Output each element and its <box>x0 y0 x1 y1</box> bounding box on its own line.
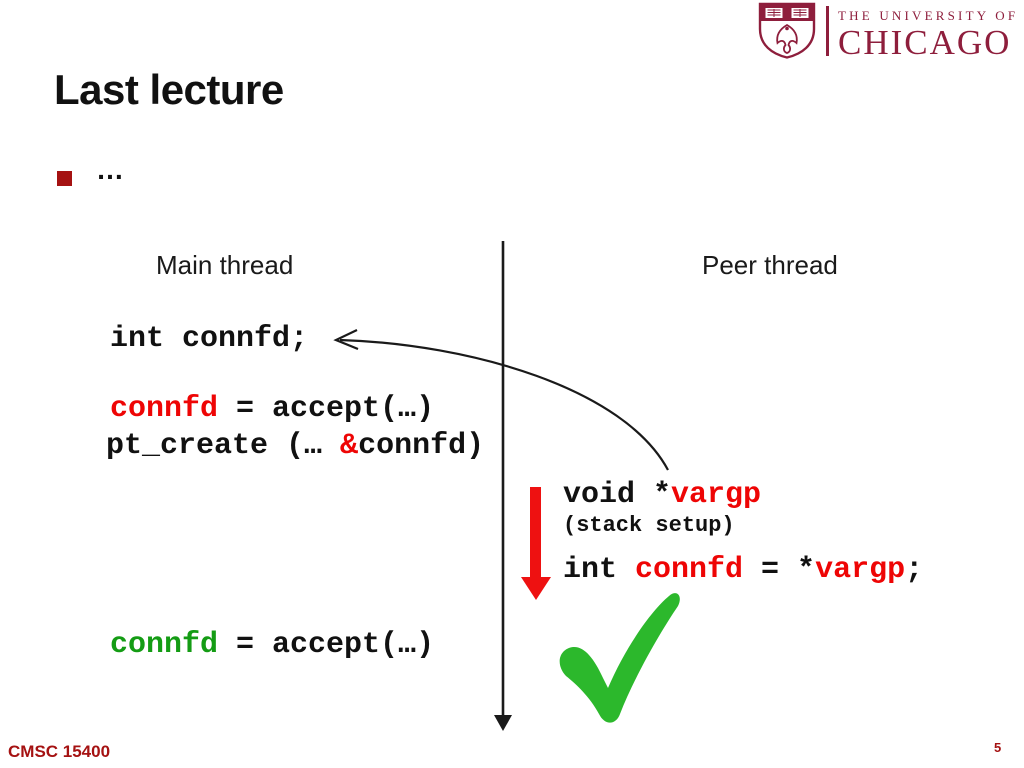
slide-title: Last lecture <box>54 66 284 113</box>
code-stack-setup: (stack setup) <box>563 513 735 538</box>
red-arrow-shaft <box>530 487 541 577</box>
code-text: connfd) <box>358 429 485 463</box>
code-text: int <box>563 553 636 587</box>
code-text: void * <box>563 478 672 512</box>
curved-arrowhead-icon <box>333 329 359 351</box>
course-label: CMSC 15400 <box>8 742 111 761</box>
code-int-connfd-vargp: int connfd = *vargp; <box>563 553 923 588</box>
code-text: = * <box>743 553 816 587</box>
code-text: (stack setup) <box>563 513 735 538</box>
code-text: ; <box>905 553 924 587</box>
code-text: int connfd; <box>110 322 309 356</box>
uchicago-crest-icon <box>758 2 816 59</box>
code-var-connfd: connfd <box>635 553 744 587</box>
green-checkmark-icon <box>559 593 680 723</box>
timeline-arrowhead-icon <box>494 715 512 731</box>
code-int-connfd: int connfd; <box>110 322 308 357</box>
page-number: 5 <box>994 740 1002 755</box>
code-connfd-accept: connfd = accept(…) <box>110 392 434 427</box>
code-var-vargp: vargp <box>671 478 762 512</box>
peer-thread-label: Peer thread <box>702 250 838 280</box>
code-pt-create: pt_create (… &connfd) <box>106 429 484 464</box>
code-connfd-accept-green: connfd = accept(…) <box>110 628 434 663</box>
main-thread-label: Main thread <box>156 250 294 280</box>
code-text: = accept(…) <box>218 392 435 426</box>
logo-divider <box>826 6 829 56</box>
bullet-marker <box>57 171 72 186</box>
code-ampersand: & <box>340 429 359 463</box>
red-arrow-head-icon <box>521 577 551 600</box>
code-var-connfd-green: connfd <box>110 628 219 662</box>
wordmark-line1: THE UNIVERSITY OF <box>838 8 1019 23</box>
code-var-vargp: vargp <box>815 553 906 587</box>
code-text: = accept(…) <box>218 628 435 662</box>
code-text: pt_create (… <box>106 429 341 463</box>
wordmark-line2: CHICAGO <box>838 23 1012 62</box>
code-void-vargp: void *vargp <box>563 478 761 513</box>
uchicago-wordmark: THE UNIVERSITY OF CHICAGO <box>838 8 1018 63</box>
code-var-connfd: connfd <box>110 392 219 426</box>
bullet-text: … <box>96 154 124 185</box>
